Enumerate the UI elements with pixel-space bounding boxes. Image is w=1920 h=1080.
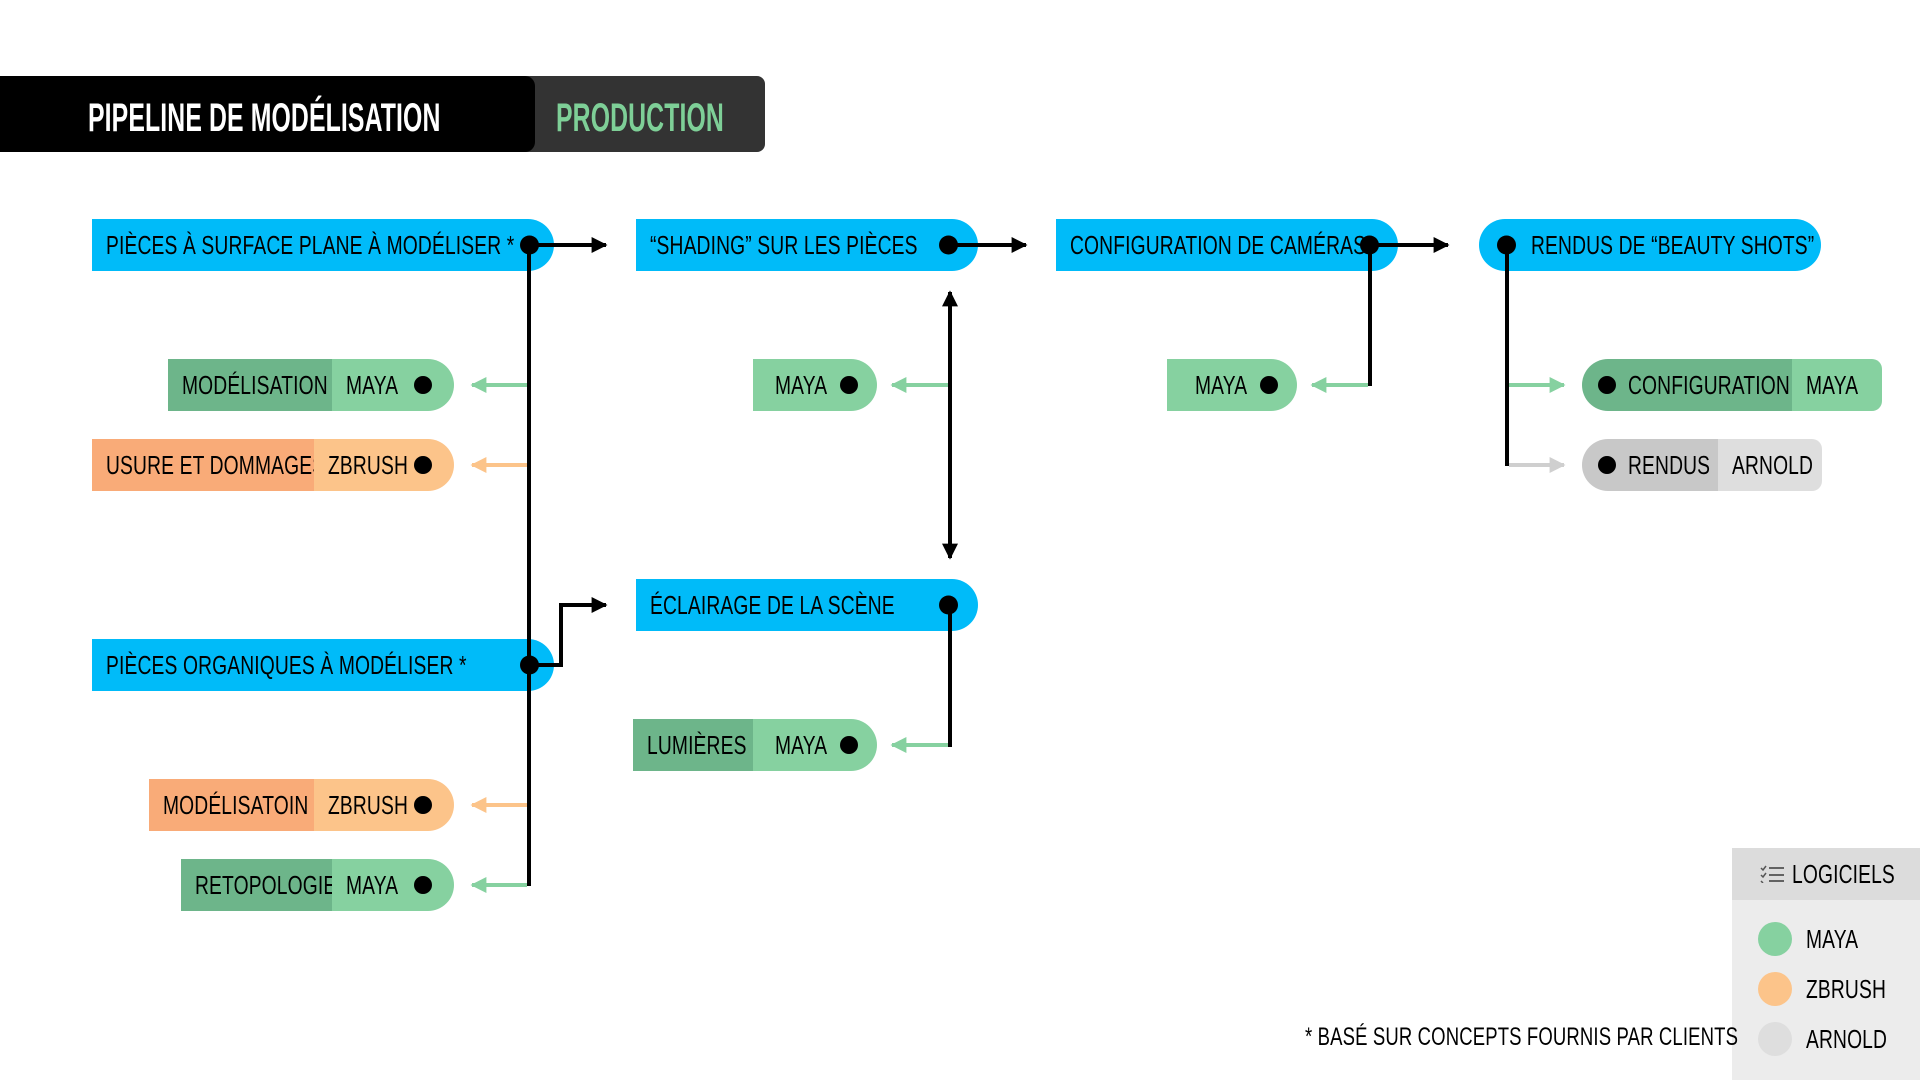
stage-cameras-label: CONFIGURATION DE CAMÉRAS bbox=[1070, 230, 1367, 260]
task-render-config[interactable]: CONFIGURATION MAYA bbox=[1582, 359, 1882, 411]
tool-label: MAYA bbox=[775, 370, 828, 400]
connector-dot bbox=[414, 876, 432, 894]
legend-swatch bbox=[1758, 922, 1792, 956]
connector-dot bbox=[840, 376, 858, 394]
legend-label: MAYA bbox=[1806, 924, 1859, 954]
connector-dot bbox=[840, 736, 858, 754]
stage-lighting-label: ÉCLAIRAGE DE LA SCÈNE bbox=[650, 590, 895, 620]
footnote: * BASÉ SUR CONCEPTS FOURNIS PAR CLIENTS bbox=[1305, 1023, 1739, 1051]
connector-dot bbox=[520, 235, 539, 255]
legend-swatch bbox=[1758, 972, 1792, 1006]
stage-beauty-shots-label: RENDUS DE “BEAUTY SHOTS” bbox=[1531, 230, 1815, 260]
connector-dot bbox=[939, 595, 958, 615]
task-render-output[interactable]: RENDUS ARNOLD bbox=[1582, 439, 1822, 491]
tool-label: ZBRUSH bbox=[328, 450, 409, 480]
legend: LOGICIELS MAYA ZBRUSH ARNOLD bbox=[1732, 848, 1920, 1080]
task-label: CONFIGURATION bbox=[1628, 370, 1790, 400]
task-organic-retopo[interactable]: RETOPOLOGIE MAYA bbox=[181, 859, 454, 911]
task-label: MODÉLISATION bbox=[182, 370, 328, 400]
connector-dot bbox=[1598, 376, 1616, 394]
connector-dot bbox=[1497, 235, 1516, 255]
task-label: MODÉLISATOIN bbox=[163, 790, 309, 820]
stage-lighting[interactable]: ÉCLAIRAGE DE LA SCÈNE bbox=[636, 579, 978, 631]
header-subtitle-bar bbox=[520, 76, 765, 152]
task-lights[interactable]: LUMIÈRES MAYA bbox=[633, 719, 877, 771]
legend-title: LOGICIELS bbox=[1792, 859, 1895, 889]
task-label: LUMIÈRES bbox=[647, 730, 747, 760]
header-title-bar bbox=[0, 76, 535, 152]
connector-dot bbox=[414, 376, 432, 394]
legend-swatch bbox=[1758, 1022, 1792, 1056]
legend-label: ZBRUSH bbox=[1806, 974, 1887, 1004]
legend-header: LOGICIELS bbox=[1732, 848, 1920, 900]
stage-flat-parts[interactable]: PIÈCES À SURFACE PLANE À MODÉLISER * bbox=[92, 219, 554, 271]
connector-dot bbox=[414, 456, 432, 474]
connector-dot bbox=[1598, 456, 1616, 474]
task-flat-wear[interactable]: USURE ET DOMMAGES ZBRUSH bbox=[92, 439, 454, 491]
connector-dot bbox=[1360, 235, 1379, 255]
stage-shading[interactable]: “SHADING” SUR LES PIÈCES bbox=[636, 219, 978, 271]
stage-organic-parts[interactable]: PIÈCES ORGANIQUES À MODÉLISER * bbox=[92, 639, 554, 691]
task-flat-modeling[interactable]: MODÉLISATION MAYA bbox=[168, 359, 454, 411]
connector-dot bbox=[939, 235, 958, 255]
tool-label: ZBRUSH bbox=[328, 790, 409, 820]
connector-dot bbox=[414, 796, 432, 814]
tool-label: MAYA bbox=[346, 870, 399, 900]
task-label: RETOPOLOGIE bbox=[195, 870, 337, 900]
tool-label: MAYA bbox=[1806, 370, 1859, 400]
stage-beauty-shots[interactable]: RENDUS DE “BEAUTY SHOTS” bbox=[1479, 219, 1821, 271]
task-label: USURE ET DOMMAGES bbox=[106, 450, 326, 480]
checklist-icon bbox=[1760, 865, 1784, 883]
stage-organic-parts-label: PIÈCES ORGANIQUES À MODÉLISER * bbox=[106, 650, 467, 680]
tool-label: MAYA bbox=[775, 730, 828, 760]
task-organic-modeling[interactable]: MODÉLISATOIN ZBRUSH bbox=[149, 779, 454, 831]
task-shading-tool[interactable]: MAYA bbox=[753, 359, 877, 411]
task-label: RENDUS bbox=[1628, 450, 1711, 480]
page-title: PIPELINE DE MODÉLISATION bbox=[88, 96, 441, 140]
page-subtitle: PRODUCTION bbox=[556, 96, 724, 140]
tool-label: MAYA bbox=[346, 370, 399, 400]
stage-shading-label: “SHADING” SUR LES PIÈCES bbox=[650, 230, 918, 260]
stage-cameras[interactable]: CONFIGURATION DE CAMÉRAS bbox=[1056, 219, 1398, 271]
tool-label: MAYA bbox=[1195, 370, 1248, 400]
task-camera-tool[interactable]: MAYA bbox=[1167, 359, 1297, 411]
connector-dot bbox=[1260, 376, 1278, 394]
stage-flat-parts-label: PIÈCES À SURFACE PLANE À MODÉLISER * bbox=[106, 230, 515, 260]
tool-label: ARNOLD bbox=[1732, 450, 1814, 480]
connector-dot bbox=[520, 655, 539, 675]
legend-label: ARNOLD bbox=[1806, 1024, 1888, 1054]
